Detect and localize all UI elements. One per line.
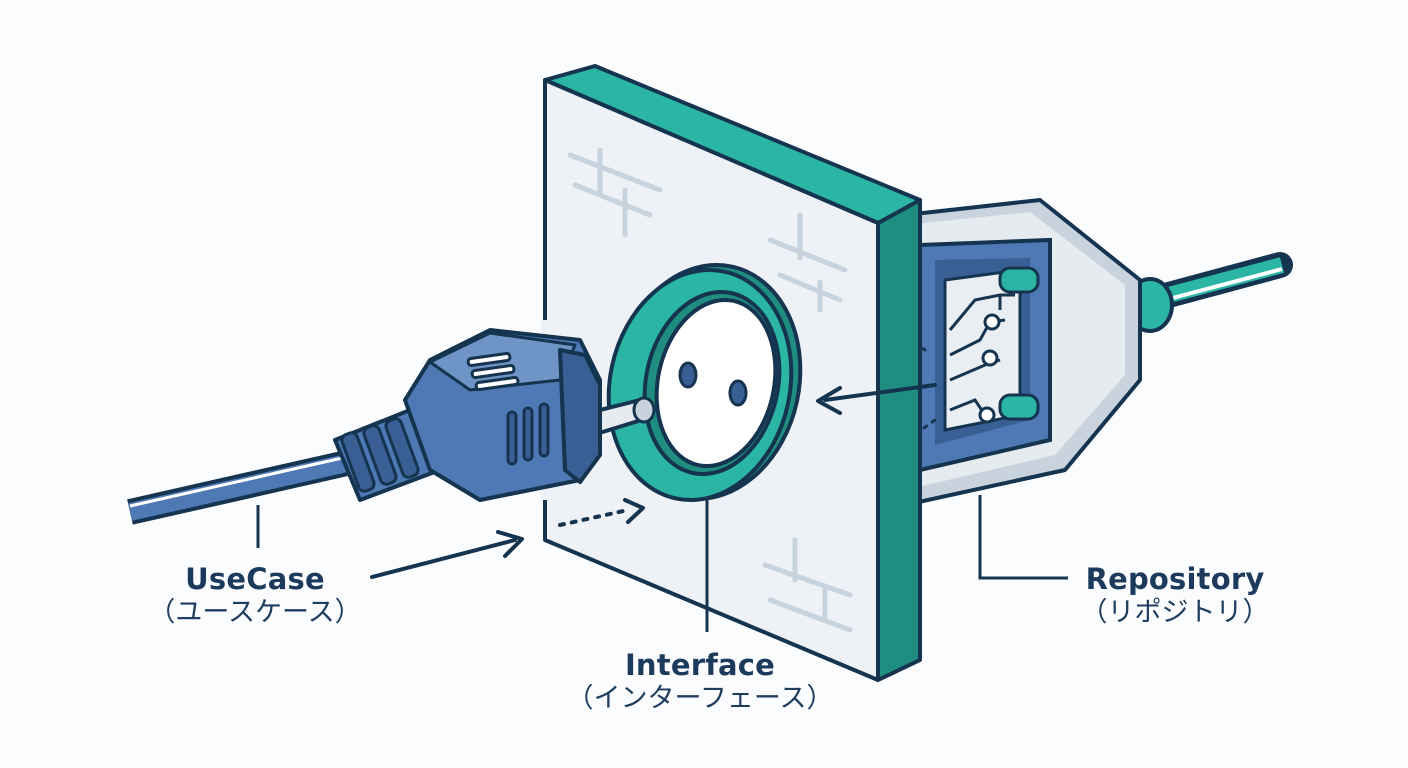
usecase-label-en: UseCase bbox=[185, 562, 325, 596]
leader-lines bbox=[256, 495, 1068, 632]
repository-housing bbox=[903, 198, 1142, 507]
interface-label: Interface （インターフェース） bbox=[540, 648, 860, 715]
socket-icon bbox=[606, 263, 803, 502]
usecase-label-ja: （ユースケース） bbox=[148, 596, 362, 628]
interface-label-ja: （インターフェース） bbox=[566, 682, 834, 714]
interface-label-en: Interface bbox=[624, 648, 776, 682]
usecase-label: UseCase （ユースケース） bbox=[120, 562, 390, 629]
repository-arrow bbox=[823, 383, 937, 402]
repository-leader bbox=[978, 495, 1068, 580]
socket-hole-right bbox=[728, 379, 748, 407]
usecase-arrow bbox=[370, 538, 517, 579]
arrows bbox=[370, 383, 937, 579]
brick-pattern bbox=[567, 147, 853, 633]
repository-label-ja: （リポジトリ） bbox=[1080, 596, 1270, 628]
repository-label-en: Repository bbox=[1085, 562, 1265, 596]
repository-cable bbox=[1126, 252, 1293, 333]
socket-hole-left bbox=[678, 361, 698, 389]
usecase-dotted-arrow bbox=[558, 508, 630, 527]
cable-icon bbox=[127, 447, 363, 525]
repository-label: Repository （リポジトリ） bbox=[1050, 562, 1300, 629]
plug-icon bbox=[333, 328, 656, 502]
